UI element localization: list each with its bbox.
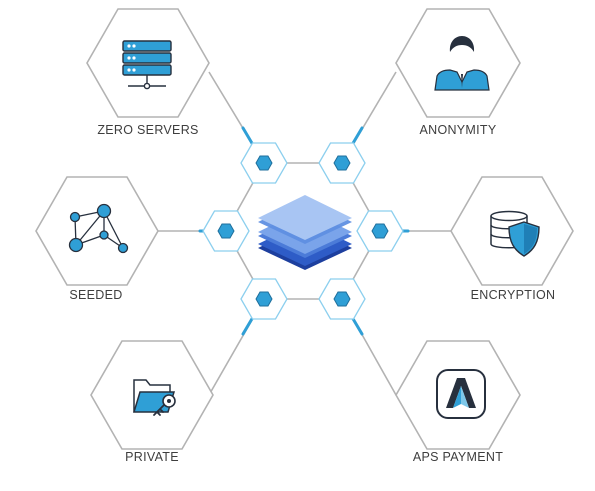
hexagon-frame: [35, 176, 159, 286]
aps-logo-icon: [436, 369, 486, 419]
junction-top-left: [240, 142, 288, 184]
junction-hexagons: [202, 142, 404, 320]
server-rack-icon: [122, 40, 172, 90]
feature-seeded: SEEDED: [35, 176, 159, 302]
folder-key-icon: [132, 379, 176, 416]
stacked-layers-icon: [258, 195, 352, 270]
feature-anonymity: ANONYMITY: [395, 8, 521, 137]
feature-zero-servers: ZERO SERVERS: [86, 8, 210, 137]
feature-encryption: ENCRYPTION: [450, 176, 574, 302]
feature-label-private: PRIVATE: [125, 450, 179, 464]
feature-label-aps-payment: APS PAYMENT: [413, 450, 503, 464]
feature-label-anonymity: ANONYMITY: [419, 123, 496, 137]
feature-label-seeded: SEEDED: [69, 288, 122, 302]
junction-top-right: [318, 142, 366, 184]
hexagon-frame: [395, 8, 521, 118]
junction-bottom-left: [240, 278, 288, 320]
feature-private: PRIVATE: [90, 340, 214, 464]
feature-label-encryption: ENCRYPTION: [471, 288, 556, 302]
junction-right: [356, 210, 404, 252]
feature-label-zero-servers: ZERO SERVERS: [97, 123, 198, 137]
junction-left: [202, 210, 250, 252]
junction-bottom-right: [318, 278, 366, 320]
feature-aps-payment: APS PAYMENT: [395, 340, 521, 464]
anonymous-person-icon: [434, 36, 490, 91]
network-nodes-icon: [68, 203, 129, 254]
database-shield-icon: [490, 210, 540, 257]
